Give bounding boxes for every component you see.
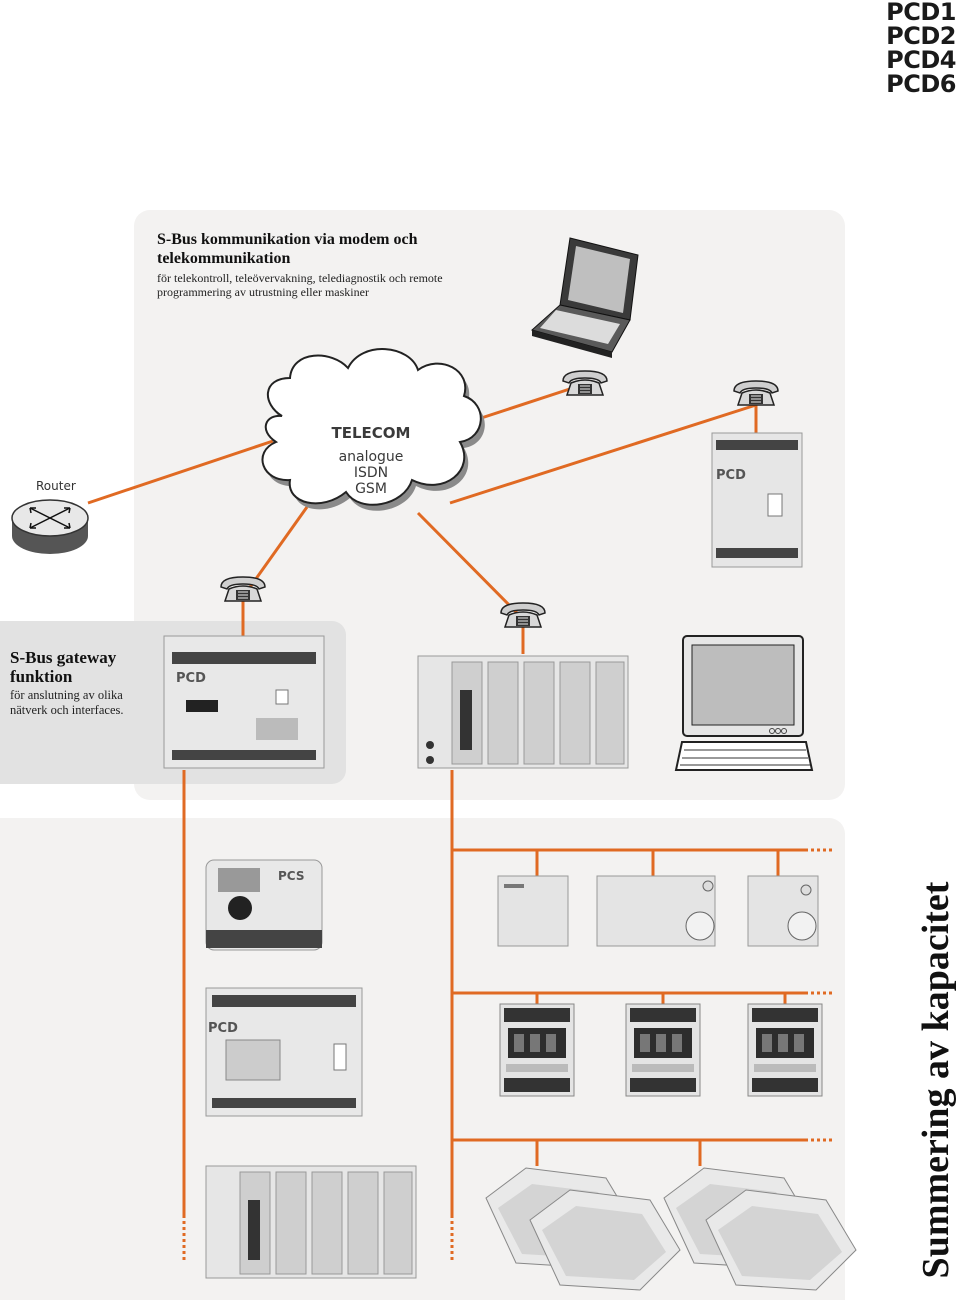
model-list: PCD1 PCD2 PCD4 PCD6 [886,0,956,96]
model-pcd4: PCD4 [886,46,956,74]
phone-icon [220,576,266,602]
router-label: Router [36,479,76,493]
intro-text: för telekontroll, teleövervakning, teled… [157,271,443,299]
phone-icon [562,370,608,396]
dotted-extensions [182,848,835,1260]
model-pcd2: PCD2 [886,22,956,50]
room-unit-icon [596,875,716,947]
pcd-label: PCD [176,671,206,686]
model-pcd1: PCD1 [886,0,956,26]
field-box-icon [529,1189,681,1291]
monitor-icon [674,635,814,771]
pcd-label: PCD [716,468,746,483]
pcd6-rack-icon [417,655,629,769]
cloud-line-3: GSM [355,481,387,497]
gateway-text: för anslutning av olika nätverk och inte… [10,688,124,717]
pcd-label: PCD [208,1021,238,1036]
phone-icon [733,380,779,406]
model-pcd6: PCD6 [886,70,956,98]
side-title: Summering av kapacitet [915,881,957,1279]
io-module-icon [499,1003,575,1097]
pcd6-rack-icon [205,1165,417,1279]
pcd2-controller-icon: PCD [205,987,363,1117]
pcd2-controller-icon: PCD [163,635,325,769]
intro-block: S-Bus kommunikation via modem och teleko… [157,230,487,299]
gateway-block: S-Bus gateway funktion för anslutning av… [10,648,160,718]
intro-title: S-Bus kommunikation via modem och teleko… [157,231,418,267]
cloud-line-2: ISDN [353,465,389,481]
pcd1-controller-icon: PCD [711,432,803,568]
router-icon [11,499,89,554]
telecom-cloud [261,348,485,511]
connection-lines [87,382,805,1215]
pcs-label: PCS [278,869,304,883]
pcs1-controller-icon: PCS [205,859,323,951]
io-module-icon [747,1003,823,1097]
room-unit-icon [497,875,569,947]
laptop-icon [530,237,639,358]
cloud-title: TELECOM [331,424,411,442]
cloud-line-1: analogue [338,449,404,465]
phone-icon [500,602,546,628]
field-box-icon [705,1189,857,1291]
io-module-icon [625,1003,701,1097]
gateway-title: S-Bus gateway funktion [10,648,117,686]
room-unit-icon [747,875,819,947]
